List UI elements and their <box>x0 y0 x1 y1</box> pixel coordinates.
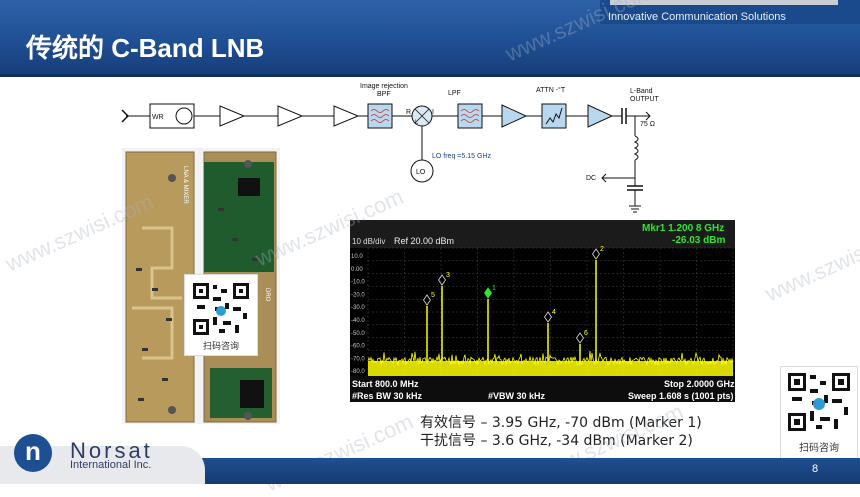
attenuator-icon <box>541 103 567 129</box>
mixer-l-label: L <box>415 120 419 126</box>
lpf-label: LPF <box>448 90 461 97</box>
y-tick-label: -80.0 <box>351 369 365 375</box>
watermark-4: www.szwisi.com <box>761 218 860 307</box>
marker-number: 5 <box>431 292 435 299</box>
bpf-label-1: Image rejection <box>360 83 408 90</box>
amplifier-2-icon <box>277 105 304 127</box>
scale-label: 10 dB/div <box>352 237 385 246</box>
spectral-peaks <box>368 260 733 376</box>
spectrum-analyzer-screen: Mkr1 1.200 8 GHz -26.03 dBm 10 dB/div Re… <box>350 220 735 402</box>
impedance-label: 75 Ω <box>640 121 655 128</box>
amplifier-3-icon <box>333 105 360 127</box>
y-tick-label: -70.0 <box>351 356 365 362</box>
page-number: 8 <box>812 463 819 475</box>
qr-caption-right: 扫码咨询 <box>799 443 839 454</box>
pcb-label-lna: LNA & MIXER <box>182 166 188 204</box>
y-tick-label: -50.0 <box>351 331 365 337</box>
res-bw: #Res BW 30 kHz <box>352 391 423 401</box>
logo-subtitle: International Inc. <box>70 459 152 471</box>
marker-readout-level: -26.03 dBm <box>672 235 725 246</box>
marker-diamond-icon <box>544 311 552 323</box>
header-bar <box>0 0 860 77</box>
marker-diamond-icon <box>592 248 600 260</box>
start-freq: Start 800.0 MHz <box>352 379 419 389</box>
marker-number: 1 <box>492 285 496 292</box>
mixer-i-label: I <box>432 109 434 116</box>
amplifier-5-icon <box>587 104 614 128</box>
marker-diamond-icon <box>484 287 492 299</box>
header-silver-accent <box>610 0 838 5</box>
lpf-filter-icon <box>457 103 483 129</box>
mixer-r-label: R <box>406 109 411 116</box>
caption-interference-signal: 干扰信号 – 3.6 GHz, -34 dBm (Marker 2) <box>420 433 693 449</box>
marker-number: 6 <box>584 330 588 337</box>
y-tick-label: -10.0 <box>351 280 365 286</box>
pcb-label-dro: DRO <box>264 288 270 302</box>
ref-level-label: Ref 20.00 dBm <box>394 236 454 246</box>
wr-label: WR <box>152 114 164 121</box>
logo-name: Norsat <box>70 438 153 463</box>
marker-number: 4 <box>552 309 556 316</box>
attn-label: ATTN -°T <box>536 86 566 94</box>
dc-label: DC <box>586 175 596 182</box>
bpf-filter-icon <box>367 103 393 129</box>
marker-set: 1 2 3 4 5 6 <box>423 246 604 344</box>
dc-arrow-icon <box>601 173 607 183</box>
qr-code-right-icon <box>786 371 852 433</box>
lo-label: LO <box>416 169 426 176</box>
amplifier-4-icon <box>501 104 528 128</box>
slide-title: 传统的 C-Band LNB <box>26 33 265 63</box>
marker-readout-freq: Mkr1 1.200 8 GHz <box>642 223 724 234</box>
qr-card-center: 扫码咨询 <box>184 274 258 356</box>
inductor-icon <box>633 135 639 161</box>
norsat-logo-icon: n <box>14 434 52 472</box>
lband-label-1: L-Band <box>630 88 653 95</box>
lo-oscillator-icon <box>410 159 434 183</box>
vbw: #VBW 30 kHz <box>488 391 546 401</box>
y-tick-label: 0.00 <box>351 267 363 273</box>
lband-label-2: OUTPUT <box>630 96 660 103</box>
marker-number: 3 <box>446 272 450 279</box>
y-tick-label: -20.0 <box>351 292 365 298</box>
spectrum-plot: Mkr1 1.200 8 GHz -26.03 dBm 10 dB/div Re… <box>350 220 735 402</box>
tagline: Innovative Communication Solutions <box>608 11 786 23</box>
y-axis-ticks: 10.0 0.00 -10.0 -20.0 -30.0 -40.0 -50.0 -60.0 -7… <box>351 254 365 375</box>
noise-floor <box>368 361 733 376</box>
marker-diamond-icon <box>438 274 446 286</box>
caption-wanted-signal: 有效信号 – 3.95 GHz, -70 dBm (Marker 1) <box>420 415 702 431</box>
probe-icon <box>175 107 193 125</box>
marker-diamond-icon <box>423 294 431 306</box>
amplifier-1-icon <box>219 105 246 127</box>
qr-code-icon <box>191 281 251 337</box>
block-diagram: WR Image rejection BPF R I L LO LO freq … <box>121 83 660 213</box>
bpf-label-2: BPF <box>377 91 391 98</box>
qr-caption-center: 扫码咨询 <box>202 342 239 352</box>
y-tick-label: -60.0 <box>351 344 365 350</box>
qr-card-right: 扫码咨询 <box>780 366 858 460</box>
sweep-info: Sweep 1.608 s (1001 pts) <box>628 391 734 401</box>
y-tick-label: -30.0 <box>351 305 365 311</box>
marker-diamond-icon <box>576 332 584 344</box>
output-arrow-icon <box>645 111 651 121</box>
y-tick-label: 10.0 <box>351 254 363 260</box>
header-divider <box>0 74 860 77</box>
marker-number: 2 <box>600 246 604 253</box>
stop-freq: Stop 2.0000 GHz <box>664 379 735 389</box>
lo-frequency: LO freq =5.15 GHz <box>432 153 491 160</box>
y-tick-label: -40.0 <box>351 318 365 324</box>
